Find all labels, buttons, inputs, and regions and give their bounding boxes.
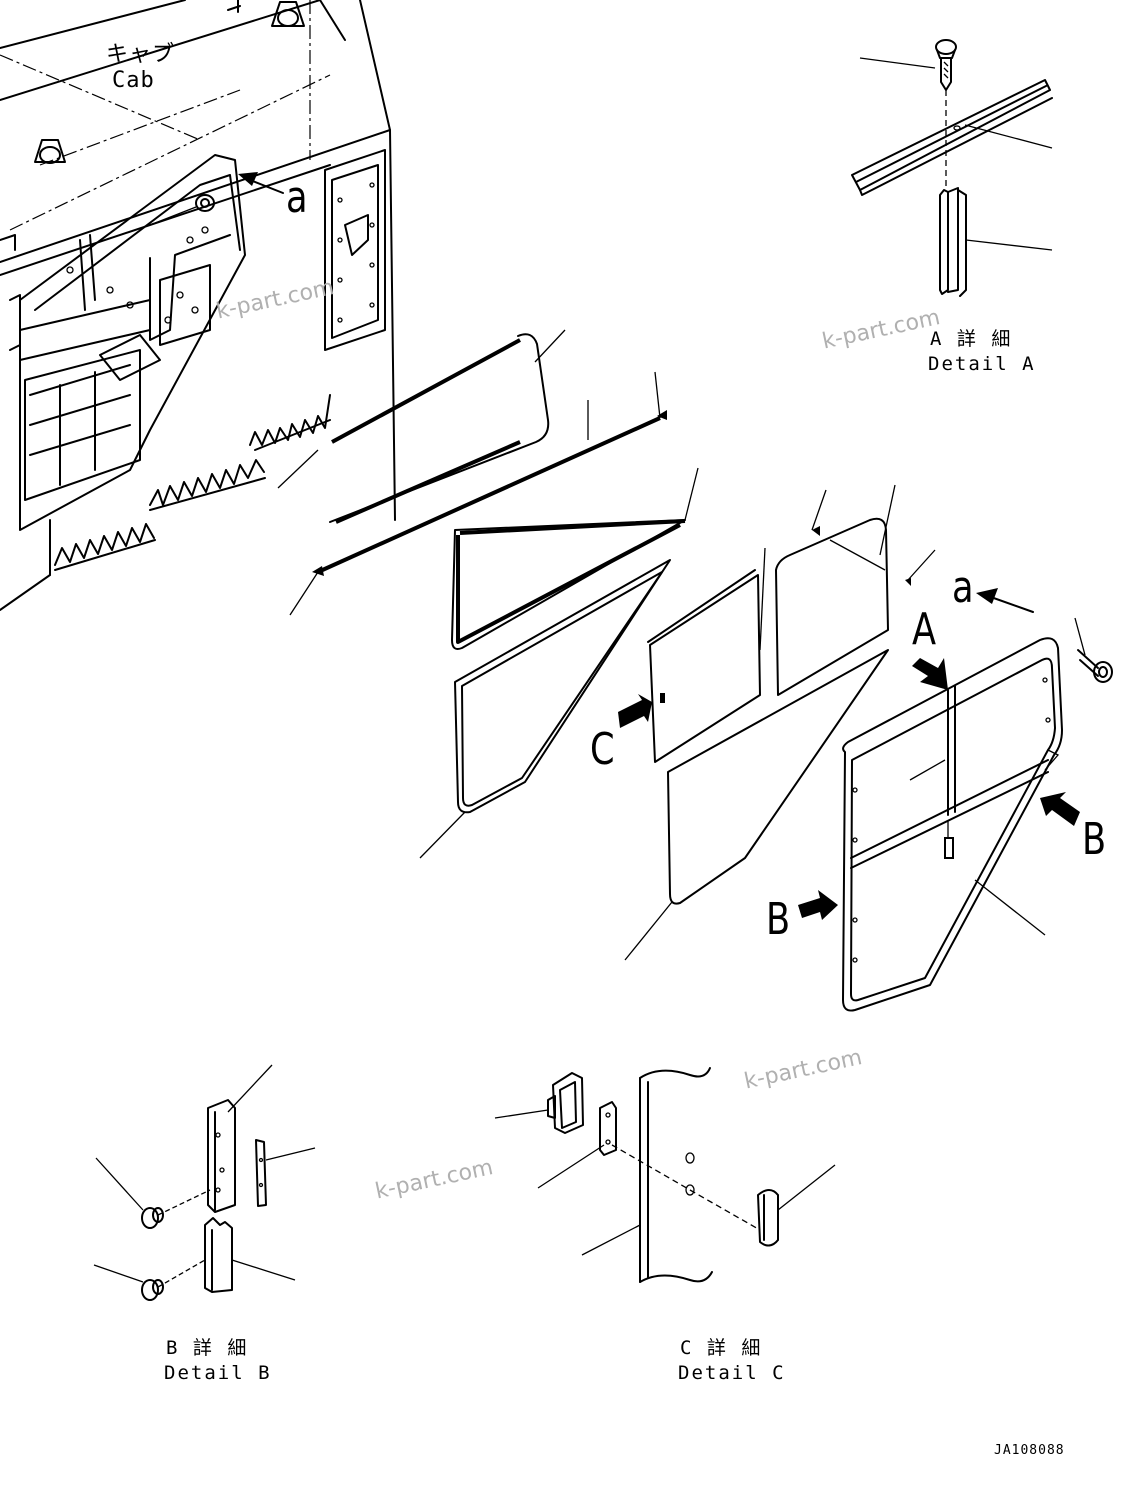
cab-label-jp: キャブ [106,42,176,67]
clip-row-lower [54,523,156,571]
detail-b-drawing [93,1064,316,1301]
drawing-number: JA108088 [994,1443,1065,1458]
arrow-c [618,694,652,728]
arrow-b-left [798,890,838,920]
glass-lower-right [624,649,889,961]
clip-row-upper [249,394,331,451]
window-frame [842,637,1063,1012]
glass-upper [451,467,699,650]
arrow-b-left-label: B [766,894,791,945]
glass-lower-left [419,559,671,859]
arrow-c-label: C [590,724,615,775]
detail-a-drawing [851,39,1053,297]
cab-structure [0,0,396,611]
detail-a-title-en: Detail A [928,353,1036,375]
arrow-b-right [1040,792,1080,826]
detail-a-title-jp: A 詳 細 [930,328,1013,350]
arrow-a-detail [912,658,948,690]
detail-b-title-jp: B 詳 細 [166,1337,249,1359]
sliding-glass-right [775,484,936,696]
arrow-b-right-label: B [1082,814,1107,865]
seal-strip-upper [312,371,667,576]
detail-b-title-en: Detail B [164,1362,272,1384]
ref-a-upper: a [286,172,308,223]
frame-bolt [1074,617,1113,683]
sliding-glass-c [647,547,766,763]
clip-row-middle [149,459,266,511]
arrow-a-label: A [912,604,937,655]
arrow-a-cab [238,172,284,194]
window-seal-upper [277,329,566,616]
detail-c-title-en: Detail C [678,1362,786,1384]
detail-c-title-jp: C 詳 細 [680,1337,763,1359]
arrow-a-frame [976,588,1034,613]
cab-label-en: Cab [112,68,155,93]
ref-a-lower: a [952,562,974,613]
detail-c-drawing [494,1067,836,1283]
